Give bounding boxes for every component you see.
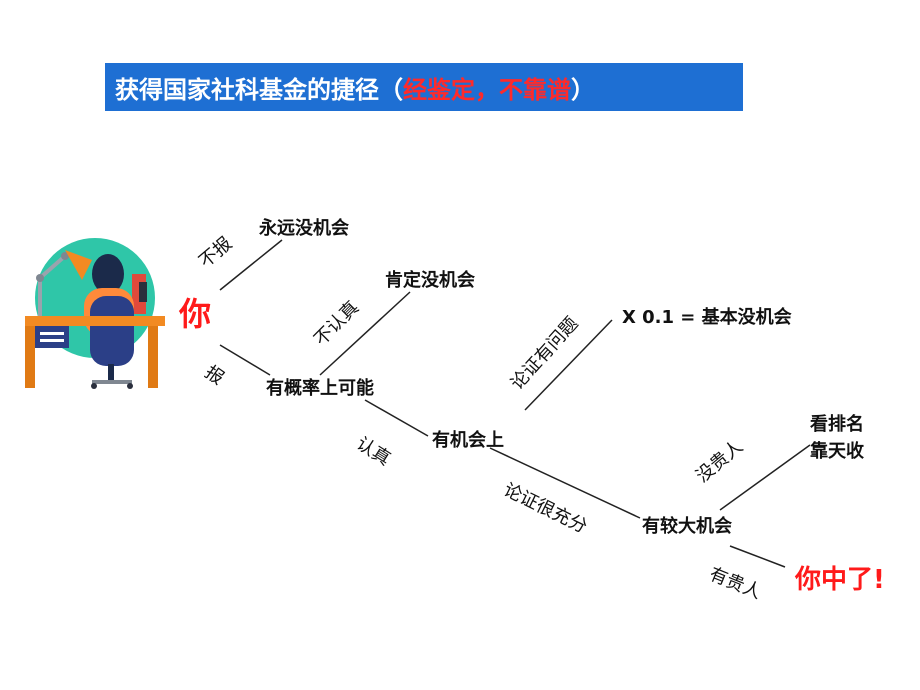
line-serious <box>364 399 429 437</box>
node-probably: 有概率上可能 <box>266 378 374 399</box>
line-argue-problem <box>524 319 613 411</box>
title-accent: 经鉴定，不靠谱 <box>403 75 571 104</box>
node-chance: 有机会上 <box>432 430 504 451</box>
chair-back <box>90 296 134 366</box>
desk-drawer <box>35 326 69 348</box>
title-close: ） <box>571 75 595 104</box>
lamp-shade-icon <box>65 250 92 280</box>
title-text: 获得国家社科基金的捷径（ <box>115 75 403 104</box>
node-surely-not: 肯定没机会 <box>385 270 475 291</box>
node-big-chance: 有较大机会 <box>642 516 732 537</box>
line-apply <box>219 344 271 376</box>
person-head <box>92 254 124 294</box>
node-rank-line2: 靠天收 <box>810 441 864 462</box>
node-rank-line1: 看排名 <box>810 414 864 435</box>
title-bar: 获得国家社科基金的捷径（经鉴定，不靠谱） <box>105 63 743 111</box>
node-never: 永远没机会 <box>259 218 349 239</box>
line-not-apply <box>219 239 283 291</box>
desk-top <box>25 316 165 326</box>
person-at-desk-illustration <box>25 238 165 389</box>
node-x01: X 0.1 = 基本没机会 <box>622 307 792 328</box>
line-no-patron <box>719 444 811 511</box>
line-not-serious <box>319 291 411 376</box>
line-patron <box>729 545 786 568</box>
line-argue-full <box>489 447 641 519</box>
node-win: 你中了! <box>795 565 885 595</box>
start-you: 你 <box>179 295 212 333</box>
